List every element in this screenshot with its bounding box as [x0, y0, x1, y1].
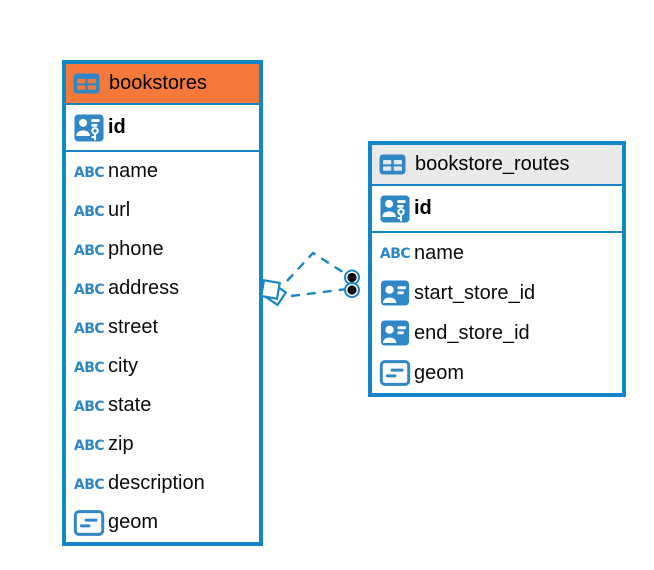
column-row[interactable]: description — [66, 464, 259, 503]
table-bookstores[interactable]: bookstores id name — [62, 60, 263, 546]
column-name: geom — [414, 361, 465, 384]
column-row[interactable]: address — [66, 269, 259, 308]
column-row[interactable]: city — [66, 347, 259, 386]
reference-icon — [378, 320, 414, 346]
primary-key-icon — [72, 114, 108, 142]
column-name: state — [108, 394, 152, 416]
columns-list: name url phone — [66, 152, 259, 542]
column-name: geom — [108, 511, 159, 533]
primary-key-row[interactable]: id — [66, 105, 259, 152]
geometry-icon — [378, 360, 414, 386]
table-bookstore-routes[interactable]: bookstore_routes id name — [368, 141, 626, 397]
relation-source-marker[interactable] — [259, 278, 288, 307]
text-icon — [72, 237, 108, 263]
column-row[interactable]: geom — [66, 503, 259, 542]
column-name: phone — [108, 238, 164, 260]
column-row[interactable]: end_store_id — [372, 313, 622, 353]
text-icon — [72, 354, 108, 380]
column-name: start_store_id — [414, 281, 536, 304]
geometry-icon — [72, 510, 108, 536]
relation-target-marker[interactable] — [344, 269, 360, 298]
column-row[interactable]: street — [66, 308, 259, 347]
column-name: address — [108, 277, 180, 299]
column-name: name — [108, 160, 159, 182]
text-icon — [72, 159, 108, 185]
column-name: url — [108, 199, 131, 221]
text-icon — [72, 276, 108, 302]
text-icon — [72, 198, 108, 224]
text-icon — [72, 471, 108, 497]
text-icon — [72, 432, 108, 458]
table-icon — [379, 154, 406, 175]
primary-key-row[interactable]: id — [372, 186, 622, 233]
column-row[interactable]: geom — [372, 353, 622, 393]
columns-list: name start_store_id end_store_id — [372, 233, 622, 393]
primary-key-icon — [378, 195, 414, 223]
reference-icon — [378, 280, 414, 306]
text-icon — [72, 315, 108, 341]
column-name: name — [414, 241, 465, 264]
column-name: description — [108, 472, 205, 494]
column-name: end_store_id — [414, 321, 530, 344]
table-header[interactable]: bookstore_routes — [372, 145, 622, 186]
text-icon — [72, 393, 108, 419]
column-row[interactable]: url — [66, 191, 259, 230]
table-icon — [73, 73, 100, 94]
column-name: zip — [108, 433, 134, 455]
table-header[interactable]: bookstores — [66, 64, 259, 105]
table-title: bookstore_routes — [415, 153, 570, 175]
column-row[interactable]: zip — [66, 425, 259, 464]
column-row[interactable]: start_store_id — [372, 273, 622, 313]
relation-lines[interactable] — [286, 251, 350, 298]
column-row[interactable]: state — [66, 386, 259, 425]
column-row[interactable]: name — [66, 152, 259, 191]
column-name: city — [108, 355, 138, 377]
column-row[interactable]: name — [372, 233, 622, 273]
text-icon — [378, 240, 414, 266]
column-name: street — [108, 316, 159, 338]
column-name: id — [108, 116, 126, 138]
table-title: bookstores — [109, 72, 207, 94]
column-name: id — [414, 197, 432, 219]
column-row[interactable]: phone — [66, 230, 259, 269]
